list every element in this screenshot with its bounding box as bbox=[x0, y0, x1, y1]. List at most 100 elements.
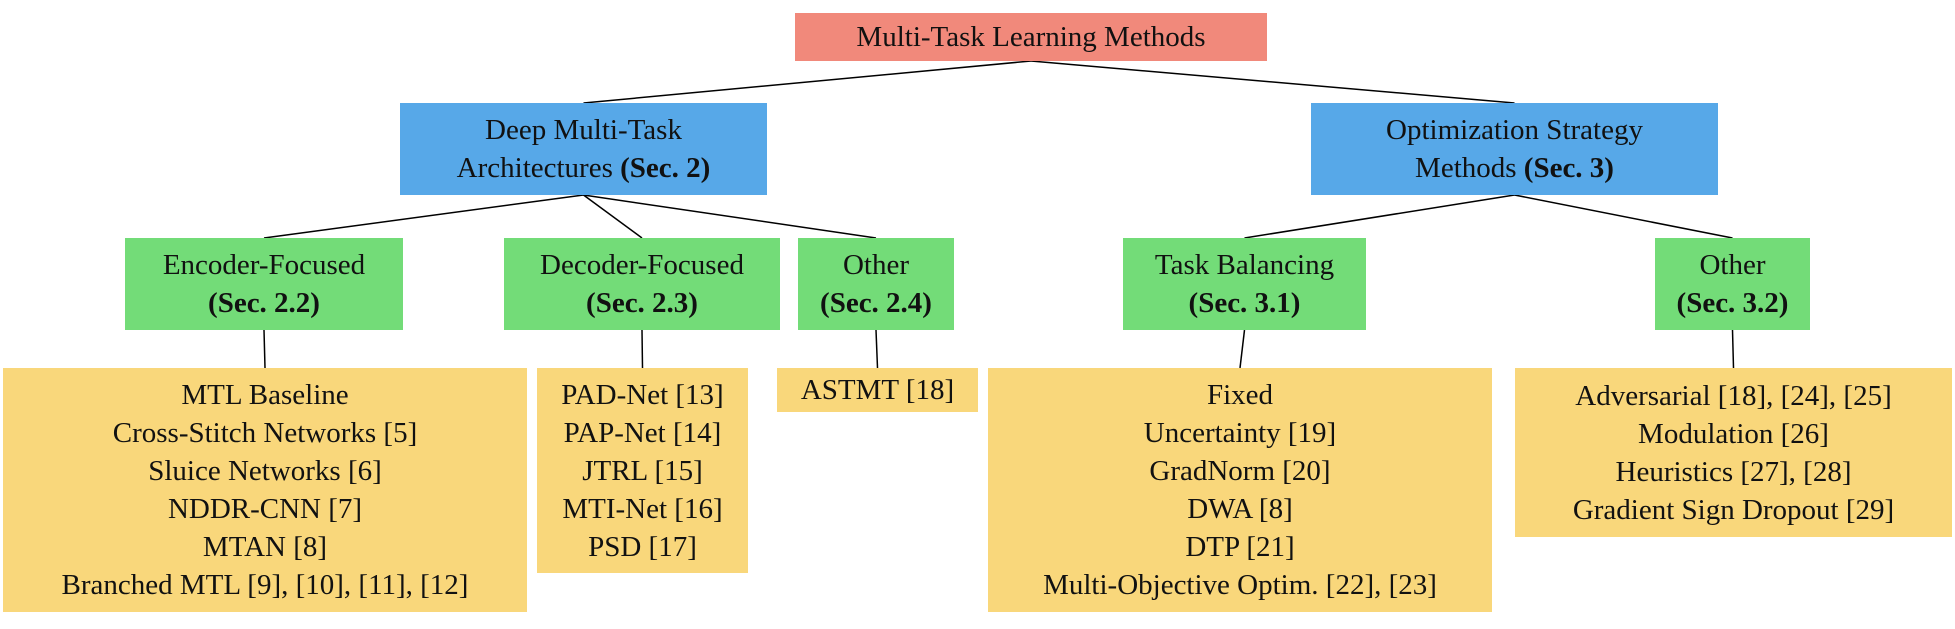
node-task-balancing-methods-line: Multi-Objective Optim. [22], [23] bbox=[1043, 566, 1437, 604]
node-other-optimization-methods-line: Adversarial [18], [24], [25] bbox=[1575, 377, 1891, 415]
node-deep-architectures-line: Architectures (Sec. 2) bbox=[457, 149, 711, 187]
edge-task-balancing-to-task-balancing-methods bbox=[1239, 329, 1246, 369]
node-deep-architectures-line: Deep Multi-Task bbox=[485, 111, 682, 149]
node-decoder-methods: PAD-Net [13] PAP-Net [14] JTRL [15] MTI-Net… bbox=[537, 368, 748, 573]
edge-decoder-focused-to-decoder-methods bbox=[641, 329, 644, 369]
label-segment: (Sec. 3.2) bbox=[1676, 287, 1789, 319]
node-other-optimization-line: Other bbox=[1699, 246, 1765, 284]
edge-deep-architectures-to-encoder-focused bbox=[263, 194, 584, 239]
label-segment: (Sec. 2) bbox=[620, 152, 711, 184]
node-other-optimization-methods: Adversarial [18], [24], [25] Modulation [… bbox=[1515, 368, 1952, 537]
node-encoder-methods-line: NDDR-CNN [7] bbox=[168, 490, 362, 528]
node-decoder-focused: Decoder-Focused (Sec. 2.3) bbox=[504, 238, 780, 330]
node-decoder-methods-line: PAP-Net [14] bbox=[564, 414, 722, 452]
node-decoder-focused-line: (Sec. 2.3) bbox=[586, 284, 698, 322]
label-segment: Multi-Task Learning Methods bbox=[856, 21, 1206, 53]
node-encoder-methods-line: Cross-Stitch Networks [5] bbox=[113, 414, 417, 452]
edge-root-to-optimization-strategy bbox=[1030, 60, 1515, 104]
node-task-balancing-methods-line: Fixed bbox=[1207, 376, 1273, 414]
node-task-balancing-methods-line: DTP [21] bbox=[1185, 528, 1294, 566]
node-optimization-strategy-line: Methods (Sec. 3) bbox=[1415, 149, 1614, 187]
edge-deep-architectures-to-decoder-focused bbox=[583, 194, 643, 239]
label-segment: PAD-Net [13] bbox=[561, 378, 724, 411]
label-segment: Optimization Strategy bbox=[1386, 114, 1643, 146]
node-other-optimization-methods-line: Modulation [26] bbox=[1638, 415, 1829, 453]
label-segment: Uncertainty [19] bbox=[1143, 417, 1337, 449]
node-encoder-methods-line: Branched MTL [9], [10], [11], [12] bbox=[62, 566, 469, 604]
label-segment: Gradient Sign Dropout [29] bbox=[1572, 493, 1895, 526]
node-other-architectures: Other (Sec. 2.4) bbox=[798, 238, 954, 330]
node-root-line: Multi-Task Learning Methods bbox=[856, 18, 1205, 56]
label-segment: Sluice Networks [6] bbox=[148, 455, 382, 487]
label-segment: Other bbox=[1699, 249, 1766, 281]
node-decoder-methods-line: PAD-Net [13] bbox=[561, 376, 723, 414]
edge-root-to-deep-architectures bbox=[583, 60, 1032, 104]
label-segment: GradNorm [20] bbox=[1149, 455, 1331, 487]
node-other-architecture-methods: ASTMT [18] bbox=[777, 368, 978, 412]
node-optimization-strategy-line: Optimization Strategy bbox=[1386, 111, 1643, 149]
node-decoder-methods-line: MTI-Net [16] bbox=[562, 490, 722, 528]
edge-other-optimization-to-other-optimization-methods bbox=[1731, 329, 1735, 369]
node-task-balancing-methods-line: Uncertainty [19] bbox=[1144, 414, 1336, 452]
node-other-architectures-line: Other bbox=[843, 246, 909, 284]
label-segment: (Sec. 2.2) bbox=[208, 287, 320, 319]
label-segment: MTL Baseline bbox=[181, 379, 349, 411]
node-decoder-methods-line: JTRL [15] bbox=[582, 452, 703, 490]
label-segment: DWA [8] bbox=[1187, 493, 1293, 525]
node-root: Multi-Task Learning Methods bbox=[795, 13, 1267, 61]
node-other-architecture-methods-line: ASTMT [18] bbox=[801, 371, 954, 409]
node-decoder-focused-line: Decoder-Focused bbox=[540, 246, 744, 284]
label-segment: Architectures bbox=[456, 152, 621, 184]
label-segment: Modulation [26] bbox=[1638, 417, 1829, 450]
label-segment: MTAN [8] bbox=[202, 531, 328, 563]
node-task-balancing: Task Balancing (Sec. 3.1) bbox=[1123, 238, 1366, 330]
node-other-architectures-line: (Sec. 2.4) bbox=[820, 284, 932, 322]
label-segment: MTI-Net [16] bbox=[562, 492, 723, 525]
label-segment: JTRL [15] bbox=[582, 454, 703, 487]
label-segment: Heuristics [27], [28] bbox=[1615, 455, 1852, 488]
label-segment: (Sec. 3.1) bbox=[1188, 287, 1301, 319]
node-task-balancing-line: (Sec. 3.1) bbox=[1189, 284, 1301, 322]
node-task-balancing-methods-line: GradNorm [20] bbox=[1149, 452, 1330, 490]
node-other-optimization: Other (Sec. 3.2) bbox=[1655, 238, 1810, 330]
edge-optimization-strategy-to-task-balancing bbox=[1244, 194, 1515, 239]
node-encoder-focused: Encoder-Focused (Sec. 2.2) bbox=[125, 238, 403, 330]
node-encoder-focused-line: (Sec. 2.2) bbox=[208, 284, 320, 322]
label-segment: DTP [21] bbox=[1185, 531, 1295, 563]
label-segment: Encoder-Focused bbox=[162, 249, 366, 281]
node-other-optimization-line: (Sec. 3.2) bbox=[1677, 284, 1789, 322]
node-other-optimization-methods-line: Gradient Sign Dropout [29] bbox=[1573, 491, 1894, 529]
label-segment: PAP-Net [14] bbox=[563, 416, 722, 449]
label-segment: Decoder-Focused bbox=[540, 249, 744, 281]
node-task-balancing-line: Task Balancing bbox=[1155, 246, 1334, 284]
label-segment: Fixed bbox=[1206, 379, 1274, 411]
label-segment: Methods bbox=[1415, 152, 1524, 184]
label-segment: (Sec. 3) bbox=[1523, 152, 1614, 184]
node-encoder-methods-line: Sluice Networks [6] bbox=[148, 452, 382, 490]
label-segment: NDDR-CNN [7] bbox=[167, 493, 363, 525]
label-segment: Task Balancing bbox=[1154, 249, 1335, 281]
node-encoder-focused-line: Encoder-Focused bbox=[163, 246, 365, 284]
label-segment: Adversarial [18], [24], [25] bbox=[1575, 379, 1892, 412]
label-segment: Other bbox=[842, 249, 910, 281]
edge-encoder-focused-to-encoder-methods bbox=[263, 329, 266, 369]
node-task-balancing-methods-line: DWA [8] bbox=[1187, 490, 1293, 528]
node-encoder-methods-line: MTAN [8] bbox=[203, 528, 327, 566]
label-segment: (Sec. 2.4) bbox=[820, 287, 932, 319]
node-encoder-methods-line: MTL Baseline bbox=[181, 376, 348, 414]
label-segment: ASTMT [18] bbox=[800, 374, 955, 406]
node-other-optimization-methods-line: Heuristics [27], [28] bbox=[1616, 453, 1852, 491]
label-segment: Branched MTL [9], [10], [11], [12] bbox=[61, 569, 469, 601]
edge-optimization-strategy-to-other-optimization bbox=[1514, 194, 1733, 239]
node-decoder-methods-line: PSD [17] bbox=[588, 528, 697, 566]
label-segment: Cross-Stitch Networks [5] bbox=[112, 417, 418, 449]
label-segment: (Sec. 2.3) bbox=[586, 287, 698, 319]
label-segment: Deep Multi-Task bbox=[485, 114, 682, 146]
label-segment: Multi-Objective Optim. [22], [23] bbox=[1043, 569, 1437, 601]
